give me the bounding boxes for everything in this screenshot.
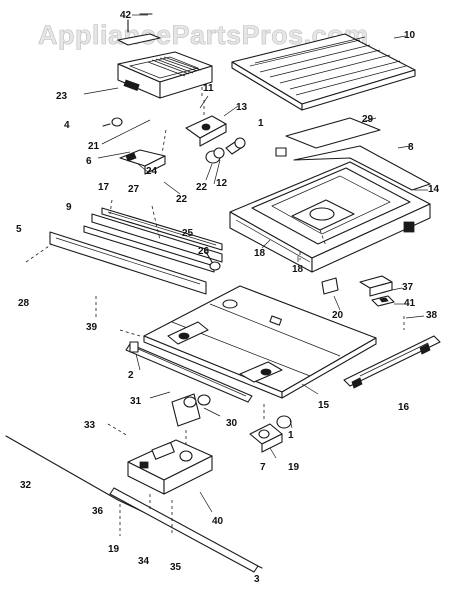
callout-41: 41 [404, 298, 416, 309]
callout-37: 37 [402, 282, 414, 293]
mount-bracket-part-13 [185, 115, 227, 147]
floor-panel-part-15 [143, 285, 377, 399]
callout-38: 38 [426, 310, 438, 321]
rail-part-16 [343, 335, 441, 389]
trim-strip-part-25 [83, 225, 215, 273]
callout-19-right: 19 [288, 462, 300, 473]
clip-part-41 [371, 295, 395, 307]
fan-part-1-lower [276, 415, 292, 429]
callout-39: 39 [86, 322, 98, 333]
rail-part-3 [109, 487, 259, 573]
callout-27: 27 [128, 184, 140, 195]
switch-part-12 [205, 147, 225, 164]
callout-6: 6 [86, 156, 92, 167]
shelf-glass-part-10 [231, 33, 416, 111]
trim-strip-part-27 [101, 207, 223, 251]
callout-10: 10 [404, 30, 416, 41]
callout-8: 8 [408, 142, 414, 153]
callout-34: 34 [138, 556, 150, 567]
rail-part-31 [125, 343, 253, 403]
callout-3: 3 [254, 574, 260, 585]
divider-part-8 [293, 145, 431, 191]
callout-16: 16 [398, 402, 410, 413]
callout-22-upper: 22 [196, 182, 208, 193]
bracket-part-24 [119, 149, 166, 175]
callout-9: 9 [66, 202, 72, 213]
callout-5: 5 [16, 224, 22, 235]
callout-40: 40 [212, 516, 224, 527]
callout-35: 35 [170, 562, 182, 573]
callout-28: 28 [18, 298, 30, 309]
motor-part-7 [249, 423, 283, 453]
cover-panel-part-29 [285, 117, 381, 149]
callout-11: 11 [203, 83, 214, 94]
fastener-part-4 [102, 117, 123, 127]
callout-26: 26 [198, 246, 210, 257]
control-housing-part-23 [117, 13, 213, 99]
trim-strip-part-9 [91, 213, 223, 263]
callout-15: 15 [318, 400, 330, 411]
callout-33: 33 [84, 420, 96, 431]
callout-36: 36 [92, 506, 104, 517]
callout-1-lower: 1 [288, 430, 294, 441]
callout-13: 13 [236, 102, 248, 113]
callout-29: 29 [362, 114, 374, 125]
callout-17: 17 [98, 182, 110, 193]
callout-31: 31 [130, 396, 142, 407]
end-cap-part-26 [205, 251, 221, 271]
callout-42: 42 [120, 10, 132, 21]
callout-22-lower: 22 [176, 194, 188, 205]
knob-part-1 [225, 137, 246, 155]
bracket-part-2 [129, 341, 139, 353]
callout-25: 25 [182, 228, 194, 239]
callout-2: 2 [128, 370, 134, 381]
damper-assembly-part-30 [171, 393, 211, 427]
callout-1-upper: 1 [258, 118, 264, 129]
callout-14: 14 [428, 184, 440, 195]
callout-18-left: 18 [254, 248, 266, 259]
callout-12: 12 [216, 178, 228, 189]
callout-18-right: 18 [292, 264, 304, 275]
callout-30: 30 [226, 418, 238, 429]
callout-4: 4 [64, 120, 70, 131]
watermark-text: AppliancePartsPros.com [38, 20, 369, 50]
callout-7: 7 [260, 462, 266, 473]
callout-23: 23 [56, 91, 68, 102]
callout-19-left: 19 [108, 544, 120, 555]
bracket-part-37 [359, 275, 393, 297]
callout-24: 24 [146, 166, 158, 177]
crisper-frame-part-14 [229, 147, 431, 273]
control-module-part-40 [127, 439, 213, 495]
spacer-part-20 [321, 277, 339, 295]
callout-32: 32 [20, 480, 32, 491]
callout-21: 21 [88, 141, 100, 152]
callout-20: 20 [332, 310, 344, 321]
trim-strip-part-5 [49, 231, 207, 295]
